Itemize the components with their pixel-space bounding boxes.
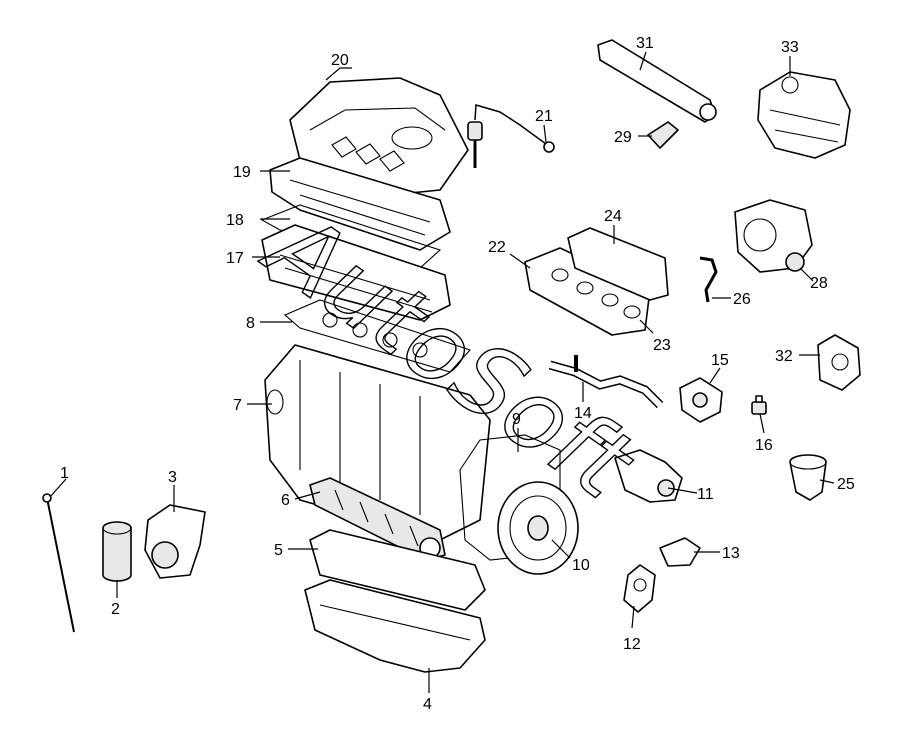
callout-23: 23 xyxy=(653,337,671,354)
callout-19: 19 xyxy=(233,164,251,181)
callout-3: 3 xyxy=(168,469,177,486)
part-oil-pan xyxy=(304,579,486,673)
part-oil-filter xyxy=(102,521,132,582)
callout-32: 32 xyxy=(775,348,793,365)
callout-29: 29 xyxy=(614,129,632,146)
part-cylinder-head-cover xyxy=(269,157,451,251)
callout-21: 21 xyxy=(535,108,553,125)
callout-15: 15 xyxy=(711,352,729,369)
part-vacuum-pump xyxy=(817,334,861,391)
part-temperature-sensor xyxy=(751,395,767,415)
callout-20: 20 xyxy=(331,52,349,69)
callout-33: 33 xyxy=(781,39,799,56)
part-coolant-outlet xyxy=(679,377,723,423)
part-camshaft-carrier xyxy=(261,224,451,321)
callout-9: 9 xyxy=(512,411,521,428)
part-turbo-oil-pipe xyxy=(699,256,718,303)
callout-16: 16 xyxy=(755,437,773,454)
callout-14: 14 xyxy=(574,405,592,422)
part-high-pressure-pump xyxy=(757,71,851,159)
part-fuel-rail xyxy=(597,39,717,123)
part-coolant-pipe xyxy=(548,355,664,409)
callout-13: 13 xyxy=(722,545,740,562)
part-turbocharger xyxy=(734,199,813,273)
callout-17: 17 xyxy=(226,250,244,267)
callout-25: 25 xyxy=(837,476,855,493)
callout-12: 12 xyxy=(623,636,641,653)
part-oil-pump xyxy=(144,504,206,579)
part-dipstick xyxy=(42,493,75,633)
leader-lines xyxy=(49,51,835,693)
part-head-cover-gasket xyxy=(260,204,442,269)
part-sensor-21 xyxy=(467,104,555,168)
part-heat-shield xyxy=(567,227,669,301)
part-fuel-filter-housing xyxy=(789,454,827,501)
callout-31: 31 xyxy=(636,35,654,52)
callout-4: 4 xyxy=(423,696,432,713)
callout-2: 2 xyxy=(111,601,120,618)
part-bracket-13 xyxy=(659,537,701,567)
callout-6: 6 xyxy=(281,492,290,509)
part-head-gasket xyxy=(283,299,471,373)
part-engine-mount xyxy=(623,564,656,613)
callout-11: 11 xyxy=(697,486,714,503)
callout-22: 22 xyxy=(488,239,506,256)
callout-10: 10 xyxy=(572,557,590,574)
callout-24: 24 xyxy=(604,208,622,225)
part-oil-pan-upper xyxy=(309,529,486,611)
callout-1: 1 xyxy=(60,465,69,482)
callout-5: 5 xyxy=(274,542,283,559)
part-intake-gasket xyxy=(524,247,651,336)
callout-labels: 1 2 3 4 5 6 7 8 9 10 11 12 13 14 15 16 1… xyxy=(60,35,855,713)
part-flywheel xyxy=(497,481,579,575)
callout-8: 8 xyxy=(246,315,255,332)
callout-28: 28 xyxy=(810,275,828,292)
part-injector xyxy=(647,121,679,149)
part-thermostat-housing xyxy=(614,449,683,503)
callout-26: 26 xyxy=(733,291,751,308)
callout-7: 7 xyxy=(233,397,242,414)
callout-18: 18 xyxy=(226,212,244,229)
